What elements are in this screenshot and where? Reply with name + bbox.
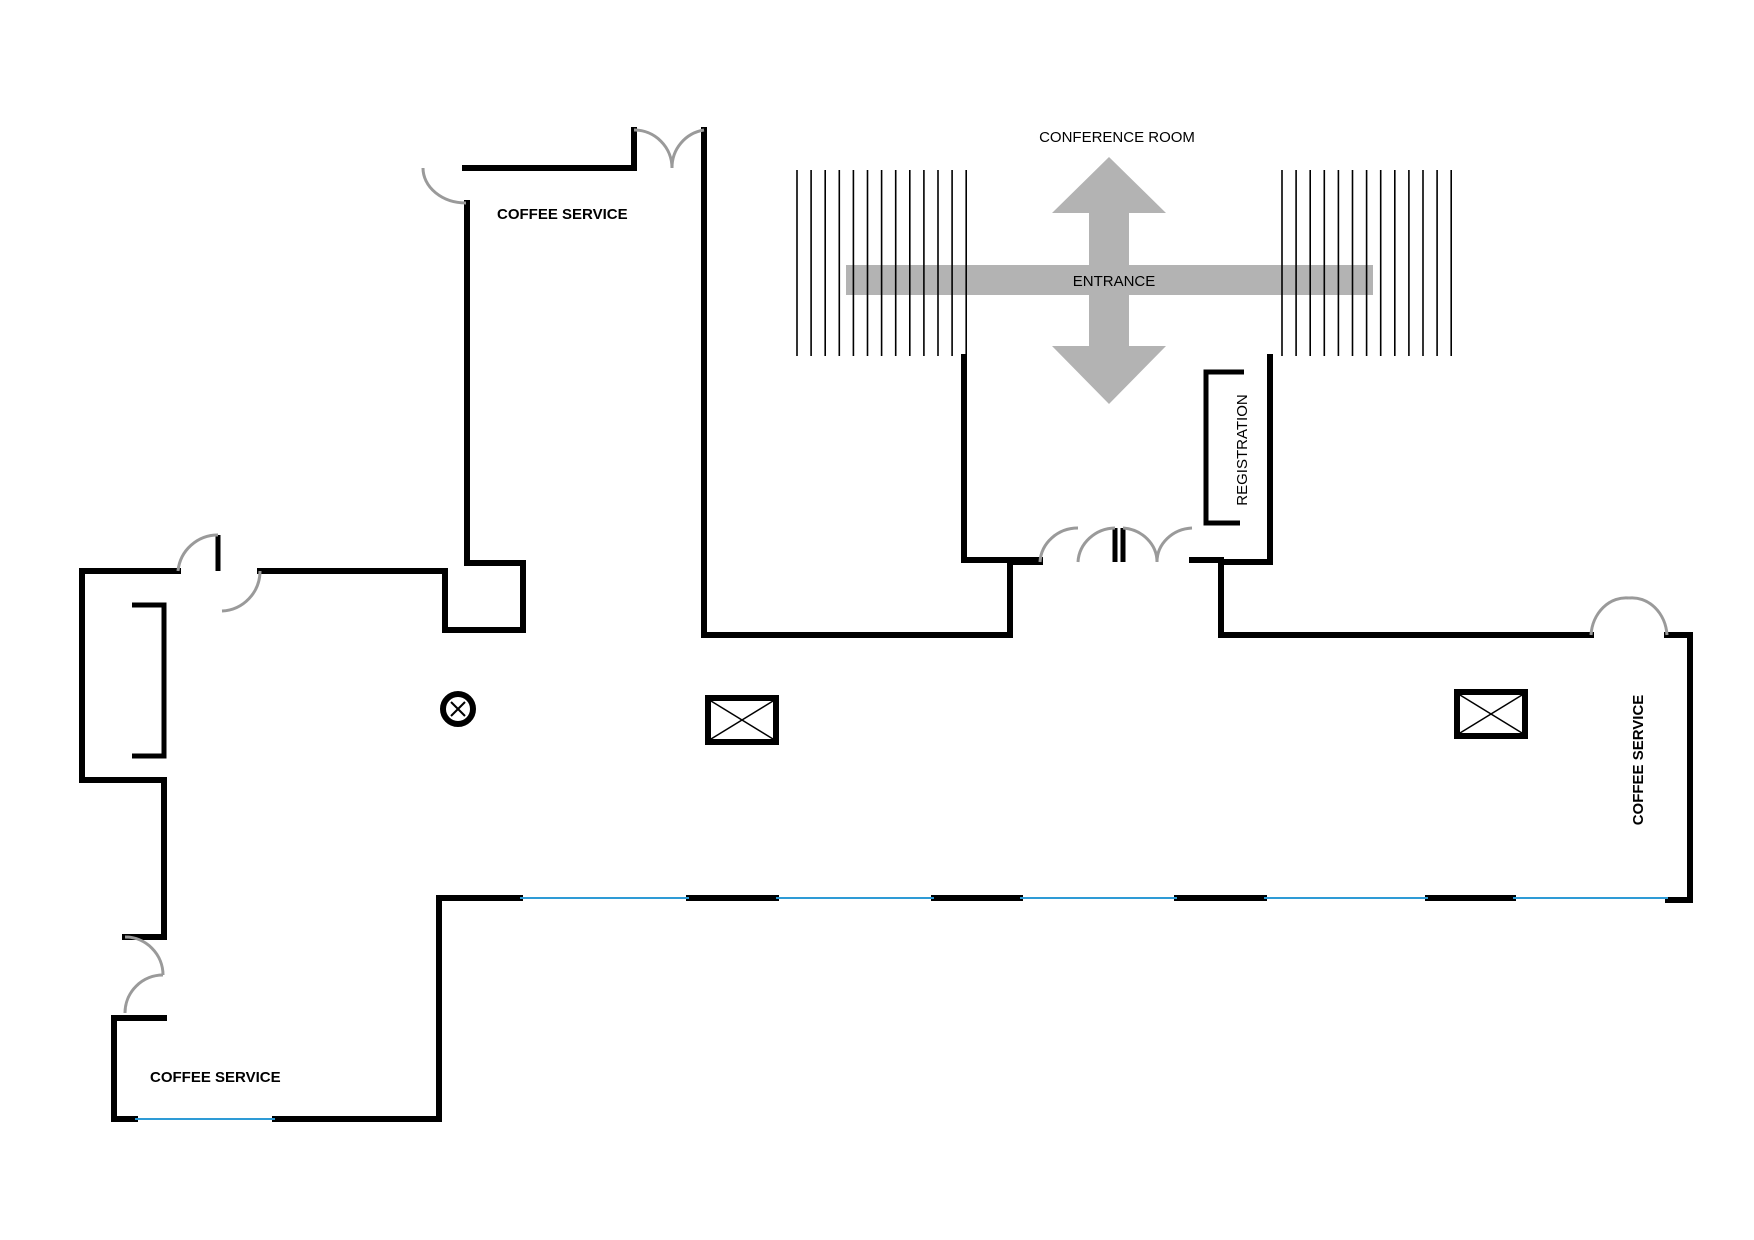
doors <box>123 128 1669 1014</box>
entrance-arrow <box>846 157 1373 404</box>
conference-room-label: CONFERENCE ROOM <box>1039 129 1195 146</box>
coffee-service-east-label: COFFEE SERVICE <box>1630 695 1647 826</box>
windows <box>135 897 1668 1120</box>
circle-x-icon <box>440 691 476 727</box>
registration-label: REGISTRATION <box>1234 394 1251 505</box>
entrance-label: ENTRANCE <box>1073 273 1156 290</box>
coffee-service-southwest-label: COFFEE SERVICE <box>150 1069 281 1086</box>
crossed-box-icon <box>705 695 779 745</box>
walls <box>79 127 1693 1122</box>
stairs-left <box>796 170 968 356</box>
coffee-service-north-label: COFFEE SERVICE <box>497 206 628 223</box>
crossed-box-icon <box>1454 689 1528 739</box>
stairs-right <box>1281 170 1452 356</box>
